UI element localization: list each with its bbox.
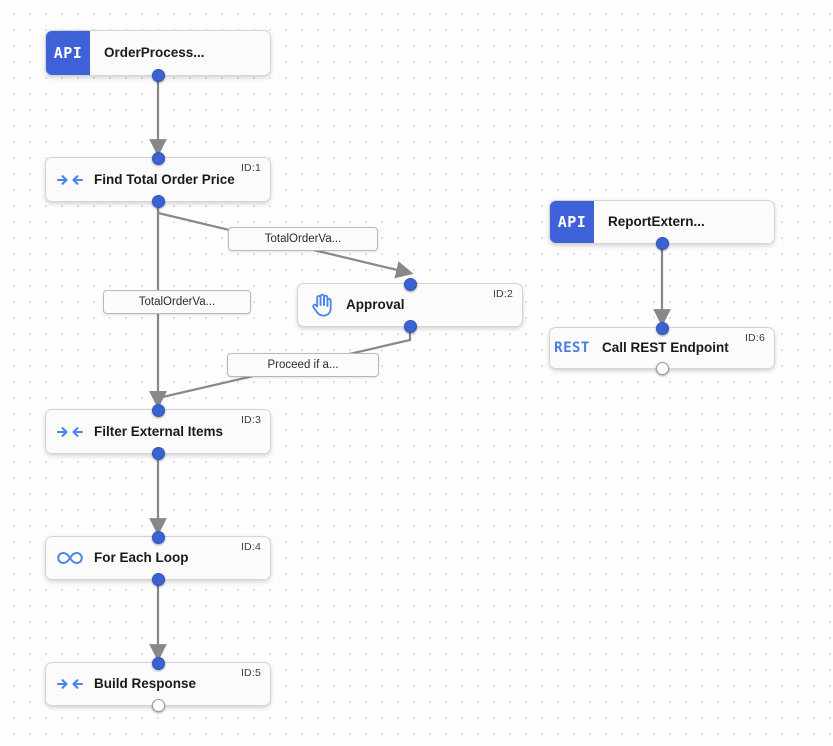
node-title: Call REST Endpoint xyxy=(602,340,729,355)
api-badge-icon: API xyxy=(46,31,90,75)
hand-icon xyxy=(298,293,346,317)
edge-label-proceed-if-a[interactable]: Proceed if a... xyxy=(227,353,379,377)
output-port[interactable] xyxy=(655,236,669,250)
node-filter-external-items[interactable]: Filter External Items ID:3 xyxy=(45,403,271,460)
converge-arrows-icon xyxy=(46,424,94,440)
input-port[interactable] xyxy=(151,530,165,544)
edge-label-total-order-va-1[interactable]: TotalOrderVa... xyxy=(228,227,378,251)
node-find-total-order-price[interactable]: Find Total Order Price ID:1 xyxy=(45,151,271,208)
node-title: For Each Loop xyxy=(94,550,189,565)
edge-label-total-order-va-2[interactable]: TotalOrderVa... xyxy=(103,290,251,314)
rest-badge-icon: REST xyxy=(554,340,590,356)
node-title: Find Total Order Price xyxy=(94,171,235,187)
node-id-label: ID:4 xyxy=(240,541,261,553)
node-call-rest-endpoint[interactable]: REST Call REST Endpoint ID:6 xyxy=(549,321,775,375)
node-title: OrderProcess... xyxy=(104,45,205,60)
converge-arrows-icon xyxy=(46,676,94,692)
node-id-label: ID:6 xyxy=(744,332,765,344)
input-port[interactable] xyxy=(151,656,165,670)
node-order-process[interactable]: API OrderProcess... xyxy=(45,30,271,82)
output-port[interactable] xyxy=(151,572,165,586)
node-id-label: ID:3 xyxy=(240,414,261,426)
output-port[interactable] xyxy=(151,446,165,460)
input-port[interactable] xyxy=(403,277,417,291)
input-port[interactable] xyxy=(655,321,669,335)
node-title: Approval xyxy=(346,297,405,312)
output-port[interactable] xyxy=(151,194,165,208)
node-title: Build Response xyxy=(94,676,197,691)
input-port[interactable] xyxy=(151,151,165,165)
output-port[interactable] xyxy=(151,698,165,712)
node-title: Filter External Items xyxy=(94,423,224,439)
node-build-response[interactable]: Build Response ID:5 xyxy=(45,656,271,712)
node-report-extern[interactable]: API ReportExtern... xyxy=(549,200,775,250)
output-port[interactable] xyxy=(403,319,417,333)
node-id-label: ID:1 xyxy=(240,162,261,174)
node-for-each-loop[interactable]: For Each Loop ID:4 xyxy=(45,530,271,586)
node-id-label: ID:5 xyxy=(240,667,261,679)
input-port[interactable] xyxy=(151,403,165,417)
output-port[interactable] xyxy=(655,361,669,375)
node-approval[interactable]: Approval ID:2 xyxy=(297,277,523,333)
infinity-icon xyxy=(46,550,94,566)
node-id-label: ID:2 xyxy=(492,288,513,300)
api-badge-icon: API xyxy=(550,201,594,243)
converge-arrows-icon xyxy=(46,172,94,188)
node-title: ReportExtern... xyxy=(608,214,705,229)
output-port[interactable] xyxy=(151,68,165,82)
